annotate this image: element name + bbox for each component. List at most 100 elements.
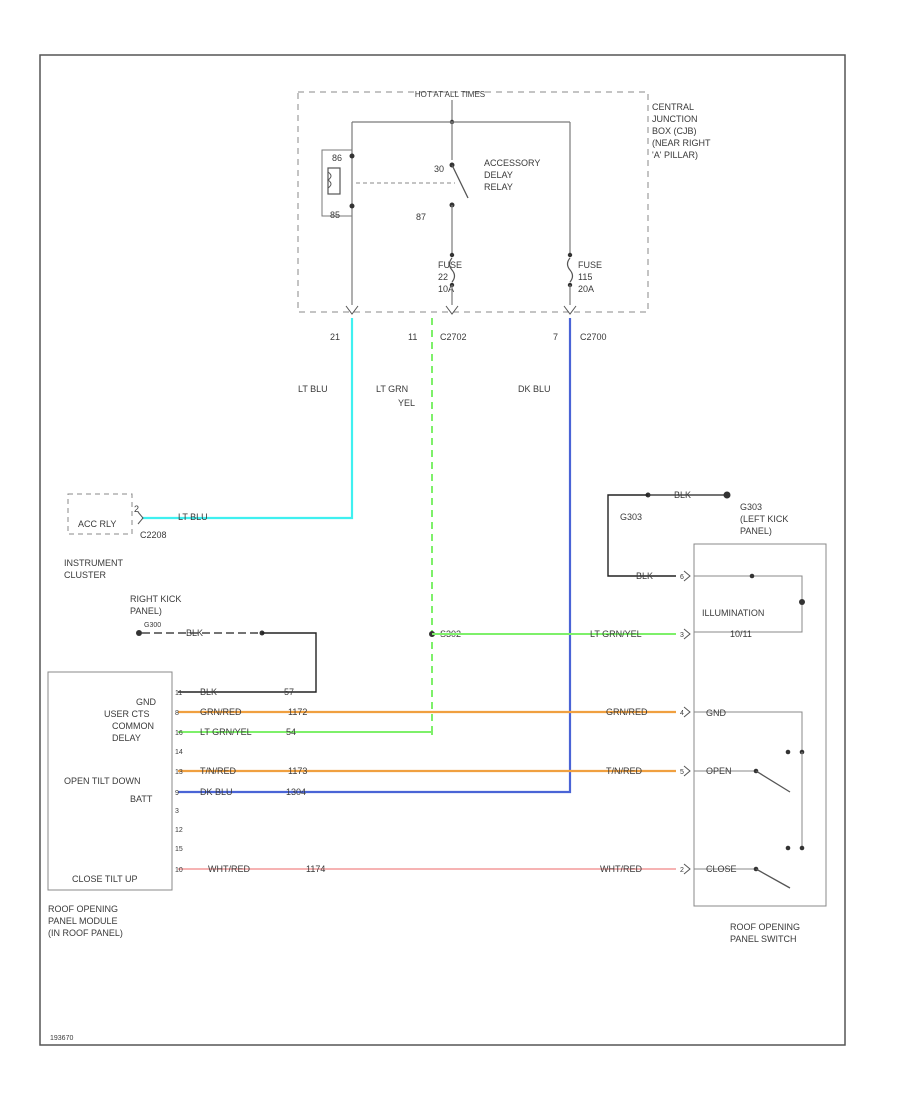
connector-c2700: C2700 — [580, 332, 607, 342]
relay-label-2: DELAY — [484, 170, 513, 180]
right-kick-label-2: PANEL) — [130, 606, 162, 616]
module-pin-8: 12 — [175, 827, 183, 834]
row-blk-wire: BLK — [200, 687, 217, 697]
module-label-close-tilt-up: CLOSE TILT UP — [72, 874, 138, 884]
relay-coil: 86 85 — [321, 149, 355, 220]
switch-connector-pins — [683, 570, 691, 875]
junction-box-side-label-4: (NEAR RIGHT — [652, 138, 711, 148]
switch-name-2: PANEL SWITCH — [730, 934, 797, 944]
row-grn-red-wire: GRN/RED — [200, 707, 242, 717]
instrument-cluster-wire-label: LT BLU — [178, 512, 208, 522]
module-label-gnd: GND — [136, 697, 157, 707]
row-wht-red-circuit: 1174 — [306, 864, 325, 874]
module-pin-3: 16 — [175, 730, 183, 737]
wire-lt-blu-label: LT BLU — [298, 384, 328, 394]
connector-c2702: C2702 — [440, 332, 467, 342]
junction-box-side-label-1: CENTRAL — [652, 102, 694, 112]
footer-code: 193670 — [50, 1035, 73, 1042]
wire-lt-grn-yel-label-2: YEL — [398, 398, 415, 408]
roof-opening-panel-switch: BLK 6 3 4 5 2 ILLUMINATION 10/11 GND OPE… — [636, 543, 827, 944]
harness-row-blk: BLK 57 — [178, 687, 294, 697]
module-label-user-cts: USER CTS — [104, 709, 150, 719]
fuse-115-label-1: FUSE — [578, 260, 602, 270]
fuse-22-label-2: 22 — [438, 272, 448, 282]
row-grn-red-circuit: 1172 — [288, 707, 307, 717]
switch-close-label: CLOSE — [706, 864, 737, 874]
harness-row-lt-grn-yel: LT GRN/YEL 54 — [178, 727, 433, 737]
ground-g303-label-1: G303 — [620, 512, 642, 522]
junction-box-side-label-3: BOX (CJB) — [652, 126, 697, 136]
module-pin-10: 10 — [175, 867, 183, 874]
ground-g303-label-2: G303 — [740, 502, 762, 512]
row-lt-grn-yel-wire: LT GRN/YEL — [200, 727, 252, 737]
module-label-delay: DELAY — [112, 733, 141, 743]
left-kick-ground: BLK G303 G303 (LEFT KICK PANEL) — [607, 490, 788, 577]
junction-box-side-label-2: JUNCTION — [652, 114, 698, 124]
row-dk-blu-wire: DK BLU — [200, 787, 233, 797]
instrument-cluster-name-1: INSTRUMENT — [64, 558, 123, 568]
harness-row-tn-red: T/N/RED 1173 T/N/RED — [178, 766, 676, 776]
relay-pin-86: 86 — [332, 153, 342, 163]
relay-label-1: ACCESSORY — [484, 158, 540, 168]
instrument-cluster-pin: 2 — [134, 504, 139, 514]
diagram-frame — [39, 54, 846, 1046]
module-label-common: COMMON — [112, 721, 154, 731]
right-kick-label-1: RIGHT KICK — [130, 594, 181, 604]
wire-lt-grn-yel: LT GRN YEL — [376, 318, 433, 735]
fuse-115: FUSE 115 20A — [566, 252, 602, 294]
row-dk-blu-circuit: 1304 — [286, 787, 306, 797]
ground-g300-icon — [136, 630, 142, 636]
central-junction-box: HOT AT ALL TIMES CENTRAL JUNCTION BOX (C… — [297, 90, 711, 342]
harness-row-wht-red: WHT/RED 1174 WHT/RED — [178, 864, 676, 874]
close-switch-contact — [755, 868, 791, 889]
connector-c2208: C2208 — [140, 530, 167, 540]
wire-dk-blu-label: DK BLU — [518, 384, 551, 394]
relay-pin-30: 30 — [434, 164, 444, 174]
switch-name-1: ROOF OPENING — [730, 922, 800, 932]
instrument-cluster: ACC RLY 2 LT BLU C2208 INSTRUMENT CLUSTE… — [64, 493, 208, 580]
row-tn-red-circuit: 1173 — [288, 766, 307, 776]
fuse-115-label-3: 20A — [578, 284, 594, 294]
harness-row-grn-red: GRN/RED 1172 GRN/RED — [178, 707, 676, 717]
sw-pin-wht-red: 2 — [680, 867, 684, 874]
sw-pin-lt-grn-yel: 3 — [680, 632, 684, 639]
connector-pin-11 — [445, 305, 459, 315]
sw-pin-tn-red: 5 — [680, 769, 684, 776]
junction-box-side-label-5: 'A' PILLAR) — [652, 150, 698, 160]
row-blk-circuit: 57 — [284, 687, 294, 697]
sw-wht-red-wire: WHT/RED — [600, 864, 642, 874]
relay-pin-85: 85 — [330, 210, 340, 220]
pin-label-21: 21 — [330, 332, 340, 342]
instrument-cluster-box-label: ACC RLY — [78, 519, 116, 529]
fuse-22-label-1: FUSE — [438, 260, 462, 270]
fuse-22: FUSE 22 10A — [438, 252, 462, 294]
relay-pin-87: 87 — [416, 212, 426, 222]
illumination-lamp-icon — [799, 599, 805, 605]
ground-g300-label: G300 — [144, 622, 161, 629]
switch-illumination-sub: 10/11 — [730, 629, 752, 639]
module-pin-2: 8 — [175, 710, 179, 717]
module-label-batt: BATT — [130, 794, 153, 804]
module-pin-6: 9 — [175, 790, 179, 797]
connector-pin-7 — [563, 305, 577, 315]
right-kick-wire-label: BLK — [186, 628, 203, 638]
s302-wire-label: LT GRN/YEL — [590, 629, 642, 639]
module-pin-7: 3 — [175, 808, 179, 815]
left-kick-label-1: (LEFT KICK — [740, 514, 788, 524]
switch-open-label: OPEN — [706, 766, 732, 776]
splice-s302: S302 LT GRN/YEL — [429, 629, 676, 639]
pin-label-7: 7 — [553, 332, 558, 342]
ground-g303-icon — [723, 491, 731, 499]
switch-gnd-label: GND — [706, 708, 727, 718]
sw-pin-blk: 6 — [680, 574, 684, 581]
roof-opening-panel-module: GND USER CTS COMMON DELAY OPEN TILT DOWN… — [47, 671, 183, 938]
junction-box-title: HOT AT ALL TIMES — [415, 90, 485, 99]
connector-pin-21 — [345, 305, 359, 315]
relay-label-3: RELAY — [484, 182, 513, 192]
fuse-22-label-3: 10A — [438, 284, 454, 294]
module-pin-4: 14 — [175, 749, 183, 756]
pin-label-11: 11 — [408, 332, 417, 342]
row-wht-red-wire: WHT/RED — [208, 864, 250, 874]
wire-lt-blu: LT BLU — [142, 318, 354, 520]
module-name-3: (IN ROOF PANEL) — [48, 928, 123, 938]
